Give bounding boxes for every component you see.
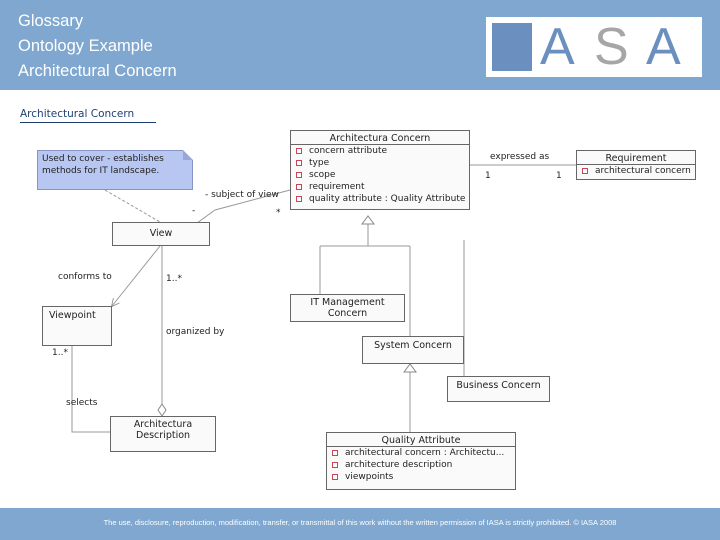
class-business-concern[interactable]: Business Concern [447,376,550,402]
logo-i-bar [492,23,532,71]
logo-letter-s: S [594,18,629,76]
attribute-type: type [291,157,469,169]
logo-letter-a2: A [646,18,681,76]
note-anchor-line [104,189,161,223]
class-name: Requirement [605,153,667,164]
attribute-label: concern attribute [309,146,388,156]
attribute-icon [332,462,338,468]
class-view[interactable]: View [112,222,210,246]
attribute-concern-attribute: concern attribute [291,145,469,157]
attribute-quality-attribute: quality attribute : Quality Attribute [291,193,469,205]
attribute-icon [296,160,302,166]
selects-association [71,345,110,433]
class-name: System Concern [374,340,452,351]
attribute-label: quality attribute : Quality Attribute [309,194,466,204]
class-architectural-concern[interactable]: Architectura Concern concern attribute t… [290,130,470,210]
header-banner: Glossary Ontology Example Architectural … [0,0,720,90]
attribute-requirement: requirement [291,181,469,193]
attribute-label: scope [309,170,336,180]
class-name: Business Concern [456,380,541,391]
attribute-icon [332,474,338,480]
attribute-label: viewpoints [345,472,394,482]
class-separator [291,144,469,145]
label-multiplicity-concern: 1 [485,171,491,181]
class-separator [577,164,695,165]
class-requirement[interactable]: Requirement architectural concern [576,150,696,180]
conforms-to-association [112,245,161,306]
class-system-concern[interactable]: System Concern [362,336,464,364]
attribute-label: type [309,158,330,168]
attribute-architectural-concern: architectural concern [577,165,695,177]
class-name: Quality Attribute [381,435,461,446]
label-expressed-as: expressed as [490,152,550,162]
class-name: Architectura Concern [329,133,431,144]
iasa-logo: A S A [486,17,702,77]
note-line-2: methods for IT landscape. [42,166,160,176]
label-multiplicity-concern-side: * [276,208,281,218]
generalization-triangle-concern [361,215,375,225]
logo-letter-a1: A [540,18,575,76]
title-line-ontology-example: Ontology Example [18,37,153,55]
attribute-icon [332,450,338,456]
note-comment: Used to cover - establishes methods for … [37,150,193,190]
label-selects: selects [66,398,98,408]
label-multiplicity-view-side: - [192,206,196,216]
class-separator [327,446,515,447]
attribute-icon [296,172,302,178]
attribute-label: architecture description [345,460,453,470]
label-multiplicity-view: 1..* [166,274,182,284]
label-conforms-to: conforms to [58,272,112,282]
attribute-label: requirement [309,182,365,192]
footer-bar: The use, disclosure, reproduction, modif… [0,508,720,540]
class-name-line-2: Description [135,430,191,441]
attribute-icon [582,168,588,174]
attribute-architectural-concern: architectural concern : Architectu... [327,447,515,459]
diagram-title-underline [20,122,156,123]
label-multiplicity-requirement: 1 [556,171,562,181]
attribute-viewpoints: viewpoints [327,471,515,483]
generalization-triangle-system [403,363,417,373]
note-line-1: Used to cover - establishes [42,154,164,164]
attribute-icon [296,184,302,190]
footer-copyright: The use, disclosure, reproduction, modif… [103,518,617,527]
attribute-icon [296,148,302,154]
class-name: View [149,228,173,239]
attribute-icon [296,196,302,202]
title-line-architectural-concern: Architectural Concern [18,62,177,80]
attribute-architecture-description: architecture description [327,459,515,471]
class-quality-attribute[interactable]: Quality Attribute architectural concern … [326,432,516,490]
attribute-label: architectural concern [595,166,691,176]
attribute-scope: scope [291,169,469,181]
class-name: Viewpoint [49,310,96,321]
class-name-line-1: IT Management [310,297,385,308]
class-architecture-description[interactable]: Architectura Description [110,416,216,452]
class-it-management-concern[interactable]: IT Management Concern [290,294,405,322]
class-viewpoint[interactable]: Viewpoint [42,306,112,346]
note-fold-corner [183,150,193,160]
organized-by-diamond [157,403,167,417]
title-line-glossary: Glossary [18,12,84,30]
label-subject-of-view: - subject of view [205,190,279,200]
attribute-label: architectural concern : Architectu... [345,448,505,458]
label-organized-by: organized by [166,327,225,337]
class-name-line-2: Concern [327,308,368,319]
label-multiplicity-viewpoint: 1..* [52,348,68,358]
class-name-line-1: Architectura [133,419,193,430]
diagram-title: Architectural Concern [20,108,135,120]
